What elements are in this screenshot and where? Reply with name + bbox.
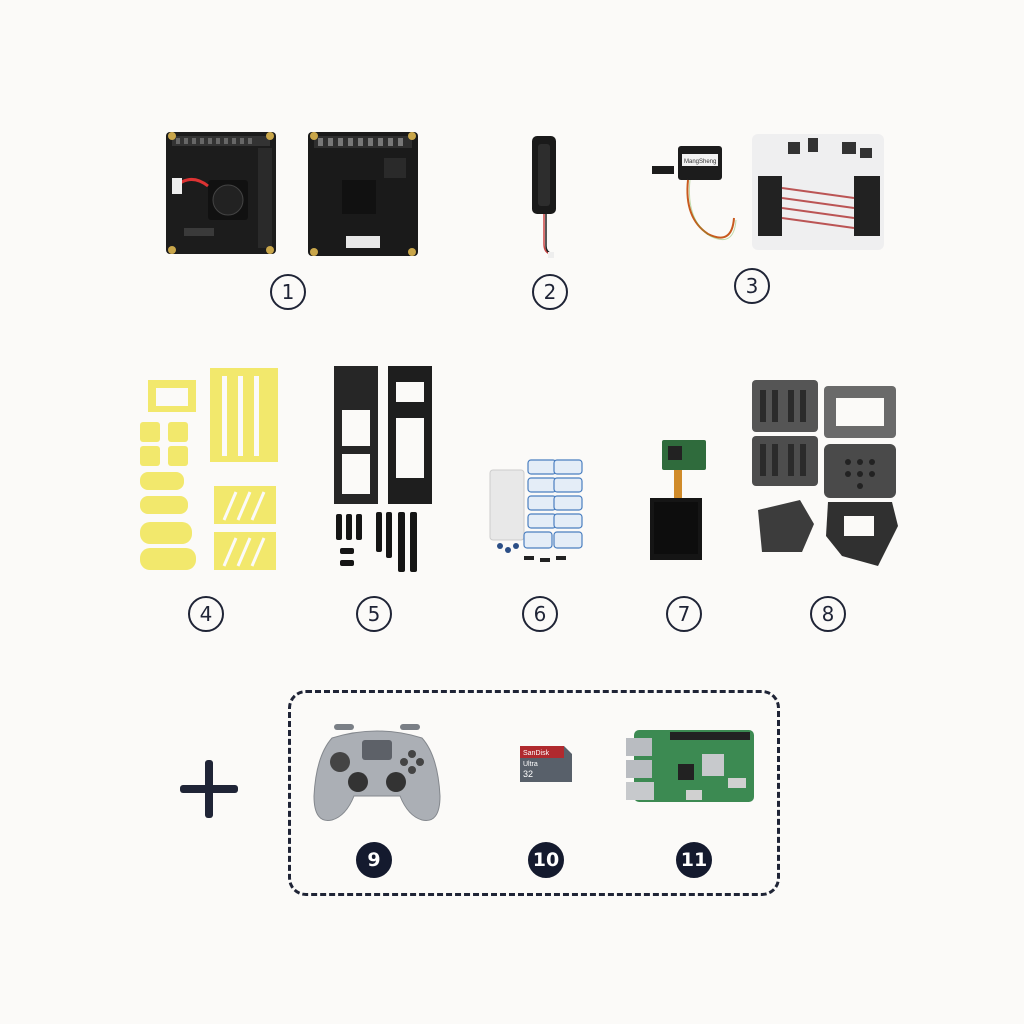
- servo-pack-bag: [752, 134, 884, 250]
- item-label-11: 11: [676, 842, 712, 878]
- controller-board-top-view: [166, 132, 276, 254]
- item-label-10: 10: [528, 842, 564, 878]
- lcd-display-module: [650, 440, 706, 560]
- single-board-computer: [626, 730, 754, 802]
- item-label-5: 5: [356, 596, 392, 632]
- grey-printed-housings: [752, 380, 898, 566]
- item-label-9: 9: [356, 842, 392, 878]
- yellow-acrylic-parts: [140, 368, 278, 570]
- servo-brand-label: MangSheng: [684, 159, 716, 165]
- item-label-3: 3: [734, 268, 770, 304]
- item-label-1: 1: [270, 274, 306, 310]
- sd-brand-text: SanDisk: [523, 750, 550, 757]
- cooling-fan: [532, 136, 556, 258]
- item-label-6: 6: [522, 596, 558, 632]
- plus-icon: [180, 760, 238, 818]
- item-label-8: 8: [810, 596, 846, 632]
- microsd-card: SanDisk Ultra 32: [520, 746, 572, 782]
- item-label-2: 2: [532, 274, 568, 310]
- micro-servo: MangSheng: [652, 146, 737, 240]
- sd-capacity-text: 32: [523, 769, 533, 779]
- item-label-7: 7: [666, 596, 702, 632]
- gamepad-controller: [313, 724, 441, 821]
- optional-items-box: [288, 690, 780, 896]
- carbon-fiber-frame: [334, 366, 432, 572]
- item-label-4: 4: [188, 596, 224, 632]
- sd-line-text: Ultra: [523, 761, 538, 768]
- controller-board-bottom-view: [308, 132, 418, 256]
- screw-hardware-bags: [489, 459, 583, 562]
